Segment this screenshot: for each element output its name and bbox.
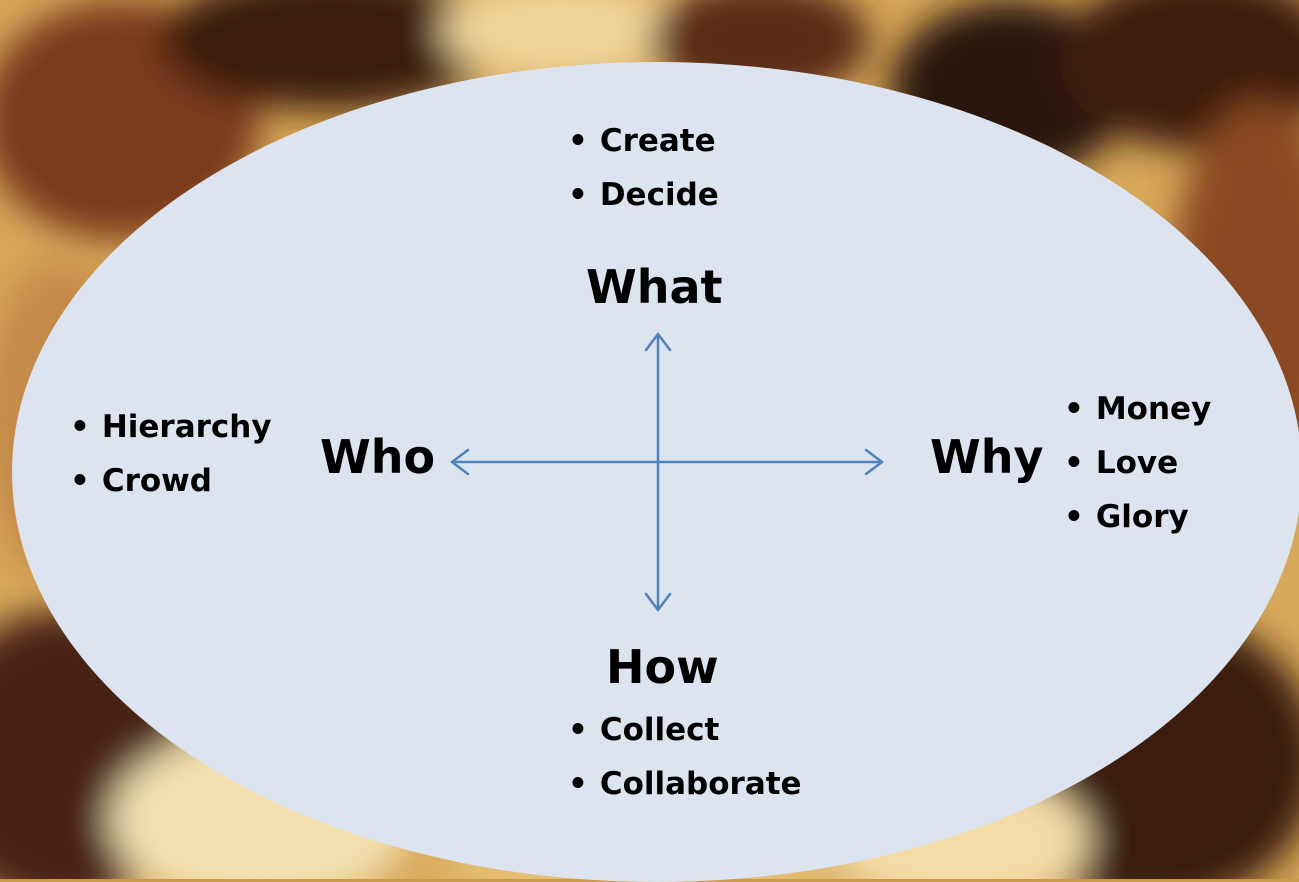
arrow-head-right	[864, 448, 884, 476]
why-item: Glory	[1064, 490, 1211, 544]
why-heading: Why	[930, 430, 1044, 484]
arrow-head-down	[644, 592, 672, 612]
what-items-list: Create Decide	[568, 114, 719, 222]
what-item: Create	[568, 114, 719, 168]
who-items-list: Hierarchy Crowd	[70, 400, 272, 508]
arrow-head-up	[644, 332, 672, 352]
how-item: Collect	[568, 703, 802, 757]
who-heading: Who	[320, 430, 436, 484]
what-heading: What	[586, 260, 723, 314]
how-item: Collaborate	[568, 757, 802, 811]
arrow-head-left	[450, 448, 470, 476]
why-items-list: Money Love Glory	[1064, 382, 1211, 544]
why-item: Money	[1064, 382, 1211, 436]
why-item: Love	[1064, 436, 1211, 490]
how-items-list: Collect Collaborate	[568, 703, 802, 811]
what-item: Decide	[568, 168, 719, 222]
who-item: Hierarchy	[70, 400, 272, 454]
who-item: Crowd	[70, 454, 272, 508]
how-heading: How	[606, 640, 719, 694]
